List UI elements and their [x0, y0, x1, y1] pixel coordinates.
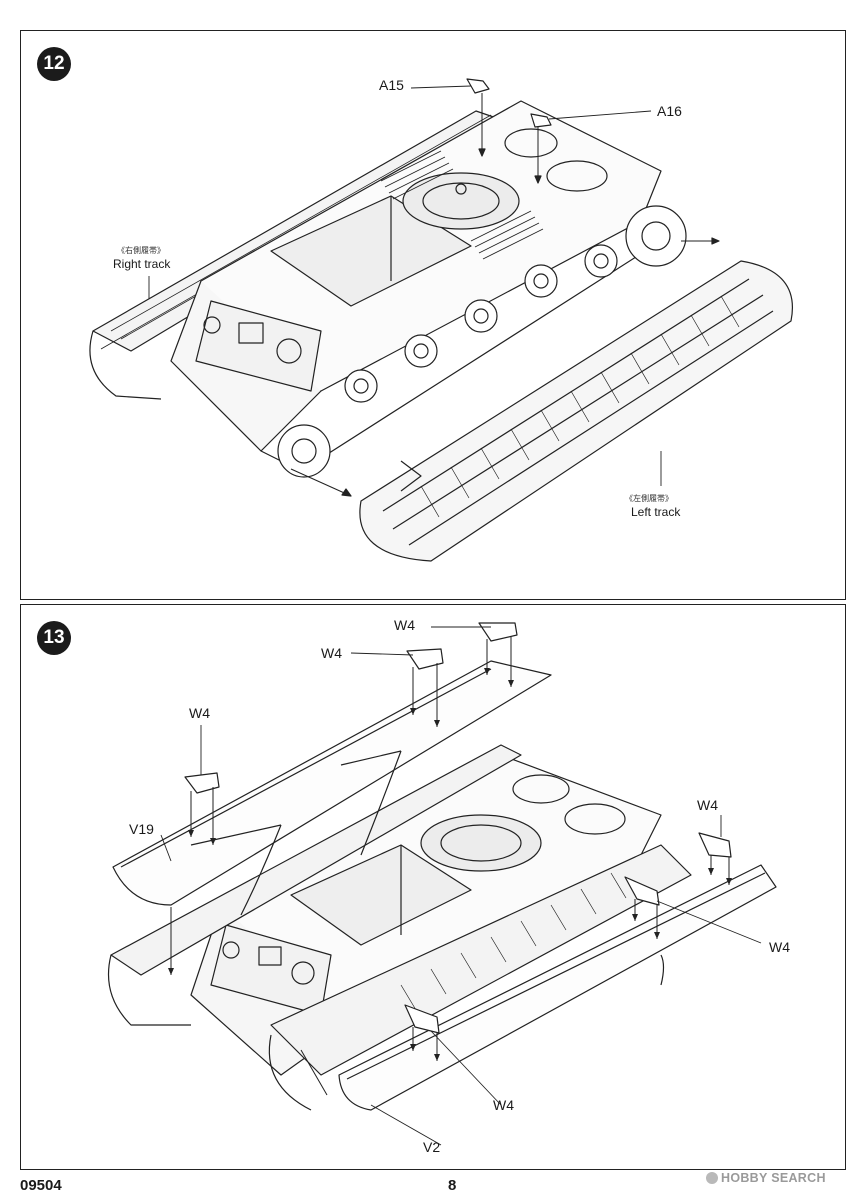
step-12-assembly-drawing — [89, 78, 793, 562]
step-number-badge: 12 — [37, 47, 71, 81]
right-track-label: Right track — [113, 257, 171, 271]
watermark: HOBBY SEARCH — [706, 1171, 826, 1185]
part-label-v19: V19 — [129, 821, 154, 837]
watermark-text: HOBBY SEARCH — [721, 1171, 826, 1185]
part-label-w4: W4 — [321, 645, 342, 661]
page-number: 8 — [448, 1177, 457, 1194]
left-track-chinese-label: 《左側履帯》 — [625, 494, 673, 503]
kit-number: 09504 — [20, 1177, 62, 1194]
step-13-assembly-drawing — [107, 622, 777, 1146]
right-track-chinese-label: 《右側履帯》 — [117, 246, 165, 255]
part-label-w4: W4 — [493, 1097, 514, 1113]
hobby-search-logo-icon — [706, 1172, 718, 1184]
step-13-panel: 13 — [20, 604, 846, 1170]
part-label-v2: V2 — [423, 1139, 441, 1155]
left-track-label: Left track — [631, 505, 681, 519]
part-label-a16: A16 — [657, 103, 682, 119]
part-label-w4: W4 — [394, 617, 415, 633]
step-12-panel: 12 — [20, 30, 846, 600]
part-label-a15: A15 — [379, 77, 404, 93]
part-label-w4: W4 — [697, 797, 718, 813]
part-label-w4: W4 — [189, 705, 210, 721]
step-number-badge: 13 — [37, 621, 71, 655]
part-label-w4: W4 — [769, 939, 790, 955]
